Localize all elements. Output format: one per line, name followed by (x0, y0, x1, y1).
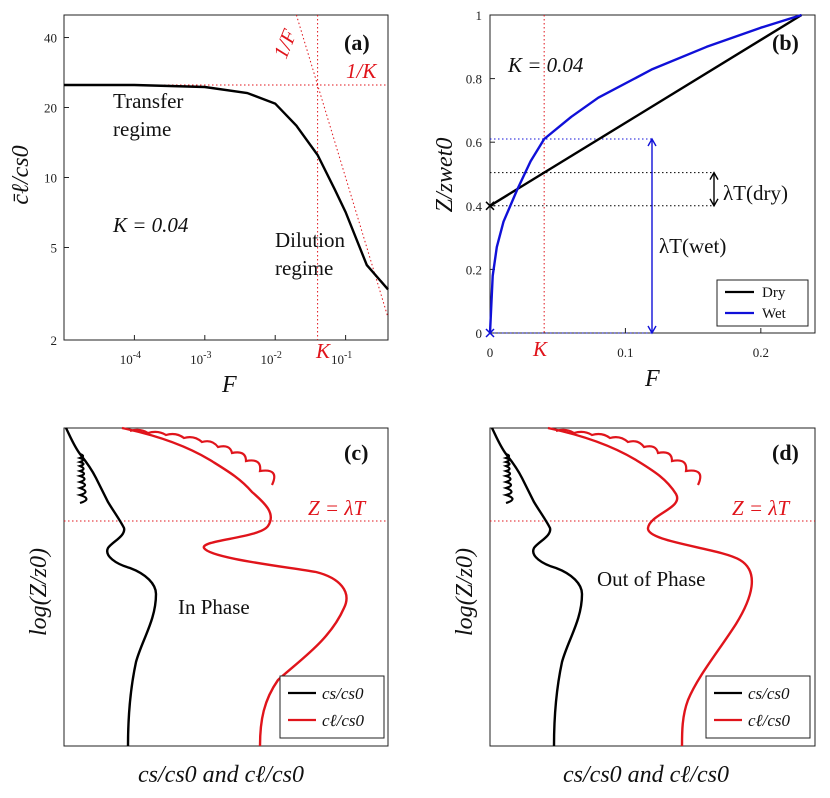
panel-a-series (64, 83, 389, 291)
panel-a-x-ticks: 10-4 10-3 10-2 10-1 (120, 335, 352, 367)
panel-c-title: In Phase (178, 595, 250, 619)
annotation-k-value-b: K = 0.04 (507, 53, 584, 77)
panel-d-legend-cl-label: cℓ/cs0 (748, 711, 791, 730)
panel-b-ytick-label: 0.4 (466, 199, 483, 214)
panel-c-frame (63, 427, 389, 747)
panel-a-ytick-label: 40 (44, 31, 57, 46)
panel-d: Z = λT (d) Out of Phase cs/cs0 and cℓ/cs… (452, 426, 816, 788)
panel-a-xlabel: F (221, 372, 237, 398)
panel-c-xlabel: cs/cs0 and cℓ/cs0 (138, 762, 304, 788)
panel-c-label: (c) (344, 440, 368, 465)
panel-c-cs-wiggles (76, 452, 88, 505)
annotation-k-value-a: K = 0.04 (112, 213, 189, 237)
panel-b-xlabel: F (644, 366, 660, 392)
annotation-dilution-line1: Dilution (275, 228, 346, 252)
legend-wet-label: Wet (762, 306, 787, 322)
panel-b-label: (b) (772, 30, 799, 55)
panel-a-xtick-label: 10-2 (261, 350, 282, 367)
lambda-wet-label: λT(wet) (659, 234, 726, 258)
panel-d-cl-wiggles (555, 428, 702, 486)
panel-d-cl-curve (547, 426, 754, 747)
panel-a-reference-lines (64, 14, 389, 340)
panel-b-wet-curve (488, 13, 802, 334)
svg-text:log(Z/z0): log(Z/z0) (452, 548, 478, 636)
label-one-over-k: 1/K (346, 59, 377, 83)
panel-d-cs-curve (490, 427, 584, 747)
panel-b-k-tick: K (532, 337, 548, 361)
panel-a-xtick-label: 10-3 (190, 350, 211, 367)
panel-c-cl-curve (121, 426, 348, 747)
panel-b: 0 0.2 0.4 0.6 0.8 1 0 0.1 0.2 (b) K = 0.04 λT(d… (432, 8, 816, 392)
panel-b-ytick-label: 0 (476, 326, 483, 341)
panel-a-ytick-label: 10 (44, 171, 57, 186)
panel-b-xtick-label: 0.1 (617, 345, 633, 360)
annotation-transfer-line2: regime (113, 117, 171, 141)
panel-d-cs-wiggles (502, 452, 514, 505)
panel-b-x-ticks: 0 0.1 0.2 (487, 328, 769, 360)
panel-c: Z = λT (c) In Phase cs/cs0 and cℓ/cs0 lo… (26, 426, 389, 788)
lambda-dry-label: λT(dry) (723, 181, 788, 205)
panel-c-cl-wiggles (129, 428, 276, 486)
panel-b-ylabel: Z/zwet0 (432, 138, 458, 213)
panel-c-cs-curve (64, 427, 158, 747)
panel-a-frame (63, 14, 389, 341)
panel-b-series (485, 13, 803, 338)
svg-text:Z/zwet0: Z/zwet0 (432, 138, 458, 213)
panel-c-ylabel: log(Z/z0) (26, 548, 52, 636)
panel-a-label: (a) (344, 30, 370, 55)
panel-a-xtick-label: 10-1 (331, 350, 352, 367)
panel-a-curve (64, 83, 389, 291)
svg-text:c̄ℓ/cs0: c̄ℓ/cs0 (8, 145, 34, 204)
panel-d-ylabel: log(Z/z0) (452, 548, 478, 636)
panel-a-ytick-label: 2 (51, 333, 58, 348)
panel-b-dry-origin-marker (485, 201, 495, 211)
label-one-over-f: 1/F (268, 26, 301, 62)
annotation-transfer-line1: Transfer (113, 89, 183, 113)
panel-b-ytick-label: 0.8 (466, 72, 482, 87)
panel-a-y-ticks: 2 5 10 20 40 (44, 31, 69, 348)
panel-b-ytick-label: 0.2 (466, 262, 482, 277)
panel-b-xtick-label: 0.2 (753, 345, 769, 360)
panel-a-xtick-label: 10-4 (120, 350, 141, 367)
panel-b-wet-arrowhead-top (647, 137, 657, 147)
svg-text:log(Z/z0): log(Z/z0) (26, 548, 52, 636)
panel-b-guides (490, 15, 719, 335)
panel-a-ylabel: c̄ℓ/cs0 (8, 145, 34, 204)
annotation-dilution-line2: regime (275, 256, 333, 280)
panel-a-ytick-label: 5 (51, 240, 58, 255)
panel-d-threshold-label: Z = λT (732, 496, 790, 520)
panel-d-legend: cs/cs0 cℓ/cs0 (705, 675, 811, 739)
panel-a-k-tick: K (315, 339, 331, 363)
panel-b-wet-arrowhead-bottom (647, 325, 657, 335)
panel-b-wet-origin-marker (485, 328, 495, 338)
ref-line-one-over-f (295, 14, 389, 318)
panel-b-xtick-label: 0 (487, 345, 494, 360)
panel-b-dry-curve (489, 13, 803, 207)
panel-c-legend-cl-label: cℓ/cs0 (322, 711, 365, 730)
panel-d-legend-cs-label: cs/cs0 (748, 684, 790, 703)
panel-d-title: Out of Phase (597, 567, 706, 591)
panel-b-ytick-label: 0.6 (466, 135, 483, 150)
legend-dry-label: Dry (762, 285, 786, 301)
panel-d-frame (489, 427, 816, 747)
panel-d-label: (d) (772, 440, 799, 465)
panel-b-ytick-label: 1 (476, 8, 483, 23)
panel-b-y-ticks: 0 0.2 0.4 0.6 0.8 1 (466, 8, 495, 341)
panel-b-dry-arrowhead-bottom (709, 198, 719, 208)
panel-c-legend: cs/cs0 cℓ/cs0 (279, 675, 385, 739)
panel-d-xlabel: cs/cs0 and cℓ/cs0 (563, 762, 729, 788)
panel-b-legend: Dry Wet (716, 279, 809, 327)
panel-a-ytick-label: 20 (44, 101, 57, 116)
panel-b-dry-arrowhead-top (709, 171, 719, 180)
panel-c-legend-cs-label: cs/cs0 (322, 684, 364, 703)
panel-c-threshold-label: Z = λT (308, 496, 366, 520)
